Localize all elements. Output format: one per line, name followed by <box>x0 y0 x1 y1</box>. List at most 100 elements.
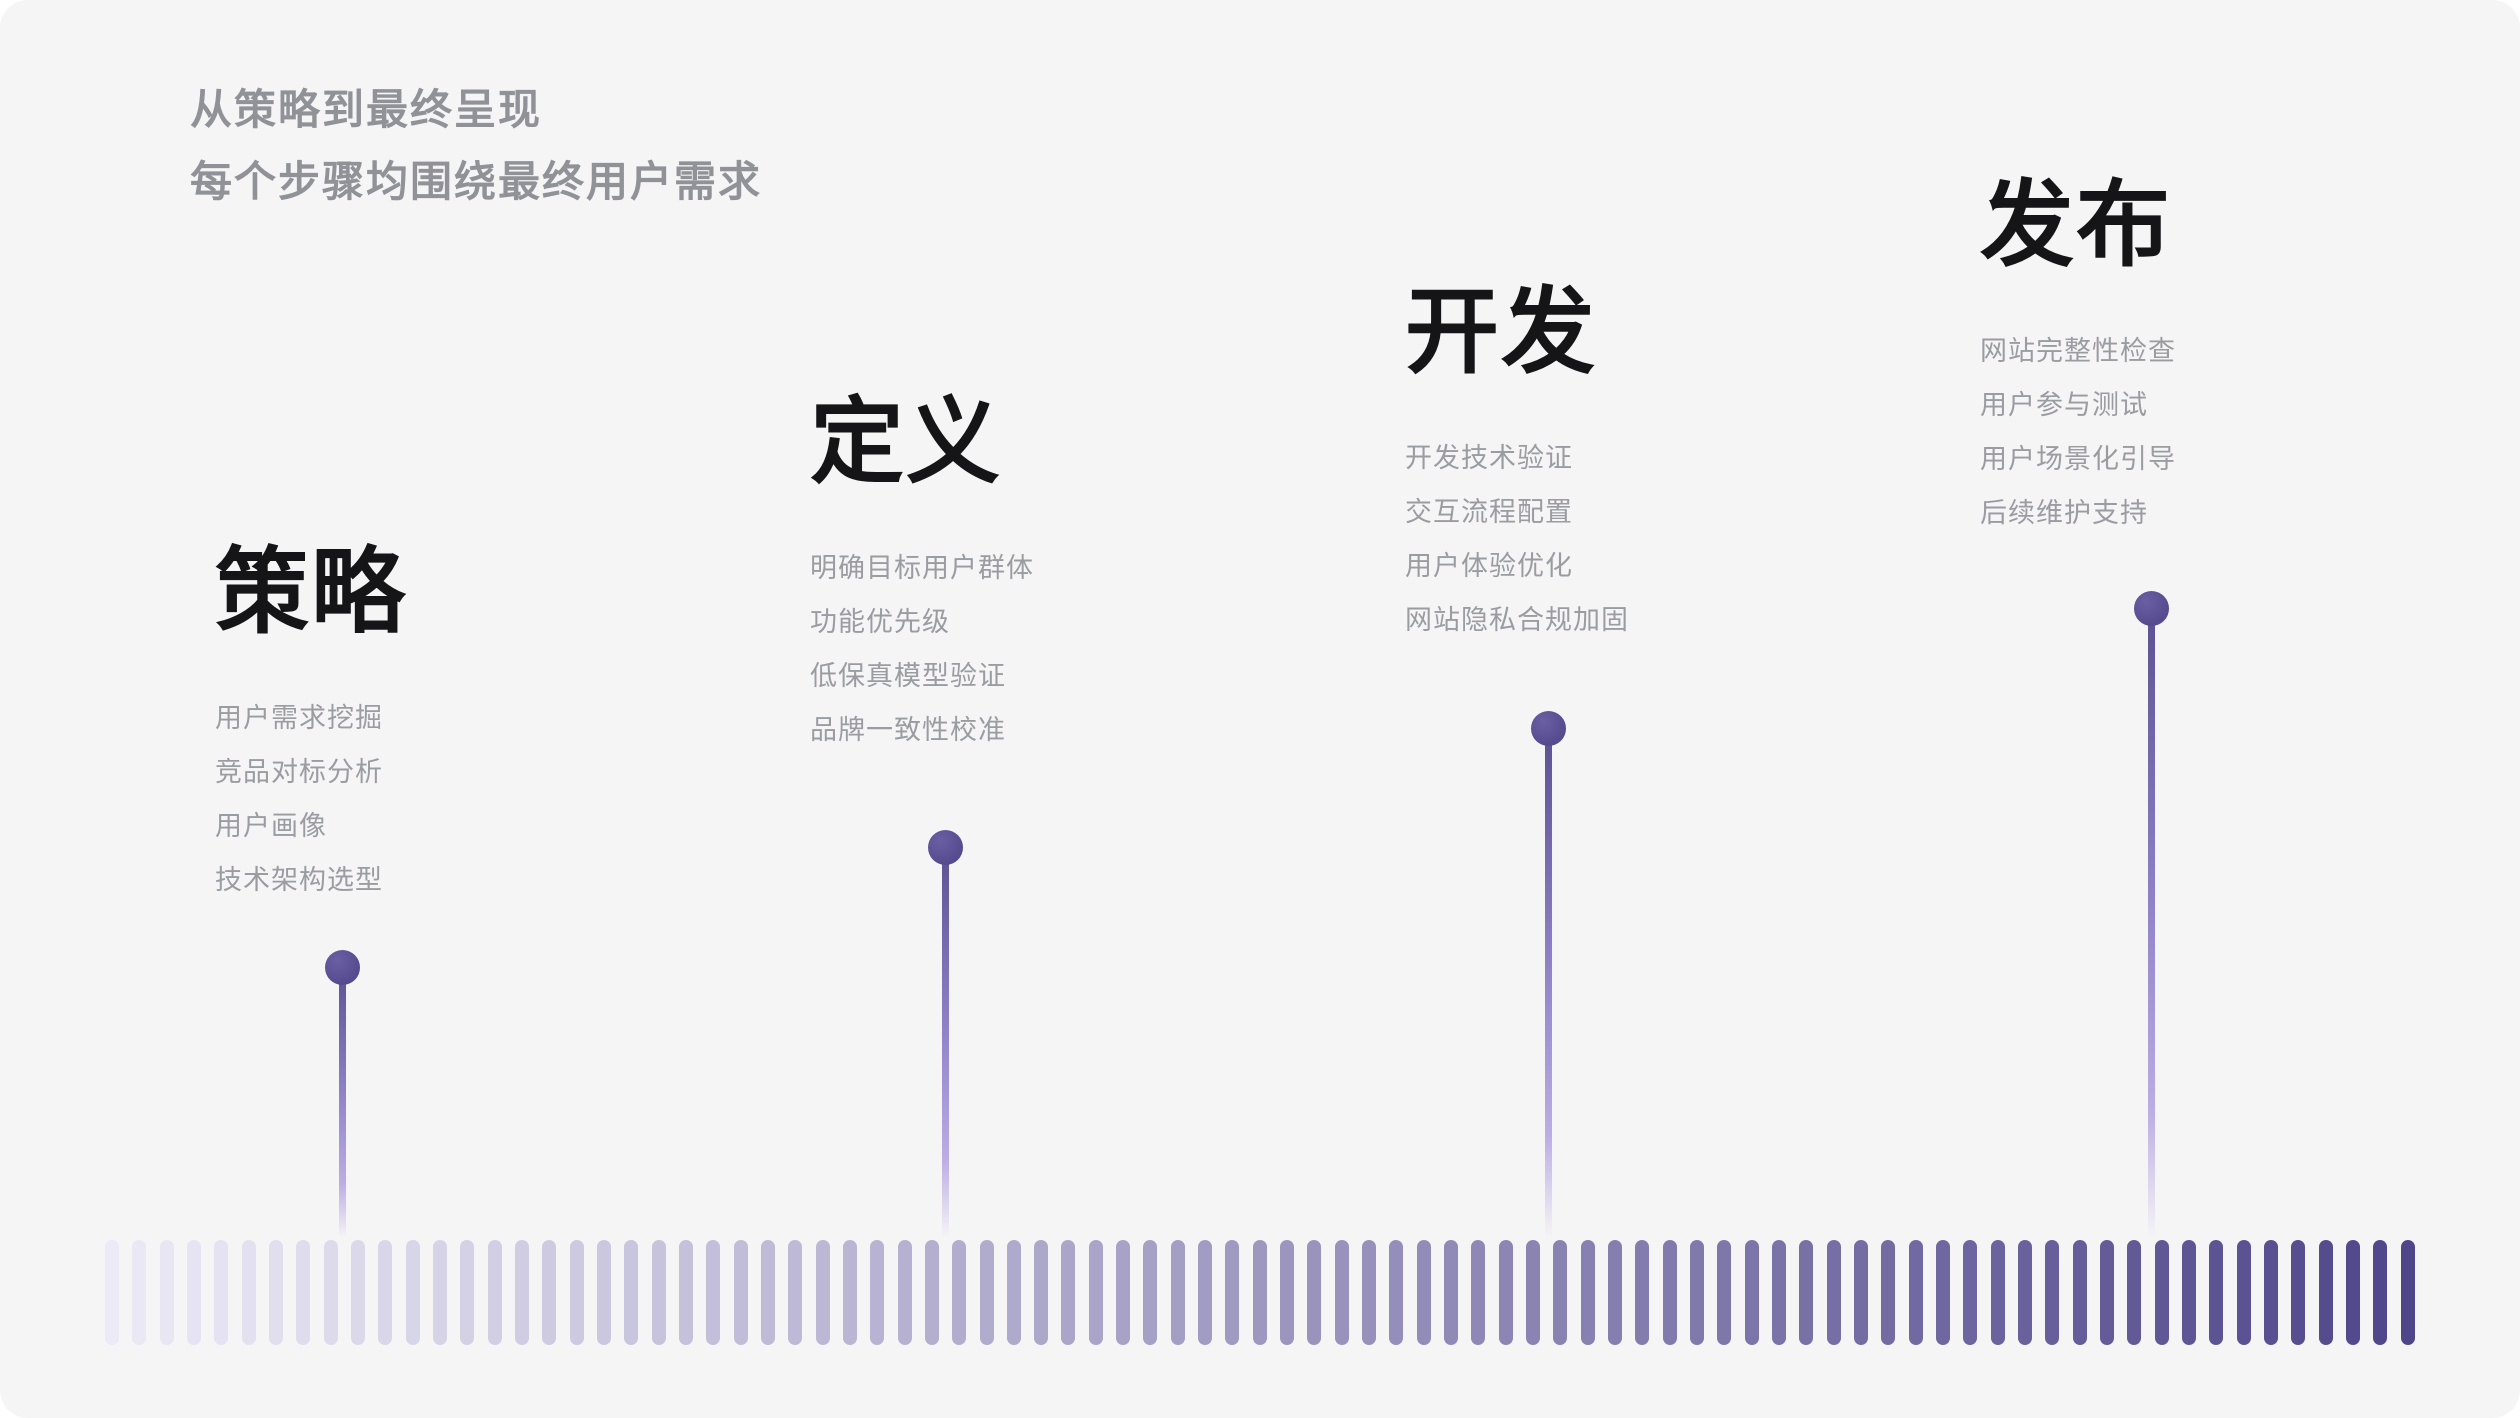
stage-column-4: 发布 网站完整性检查 用户参与测试 用户场景化引导 后续维护支持 <box>1980 178 2500 540</box>
stage-item: 用户场景化引导 <box>1980 444 2176 474</box>
timeline-bar <box>514 1240 529 1345</box>
timeline-bar <box>1116 1240 1131 1345</box>
timeline-bar <box>214 1240 229 1345</box>
stage-item-list: 开发技术验证 交互流程配置 用户体验优化 网站隐私合规加固 <box>1405 431 1925 647</box>
timeline-bar-strip <box>105 1240 2415 1345</box>
timeline-bar <box>1307 1240 1322 1345</box>
timeline-bar <box>1280 1240 1295 1345</box>
timeline-bar <box>1635 1240 1650 1345</box>
timeline-bar <box>706 1240 721 1345</box>
stage-item: 用户需求挖掘 <box>215 703 383 733</box>
timeline-bar <box>897 1240 912 1345</box>
timeline-node-dot <box>927 829 963 865</box>
slide-subtitle-line2: 每个步骤均围绕最终用户需求 <box>190 158 763 205</box>
timeline-bar <box>487 1240 502 1345</box>
timeline-bar <box>1061 1240 1076 1345</box>
timeline-bar <box>323 1240 338 1345</box>
timeline-bar <box>1498 1240 1513 1345</box>
timeline-bar <box>1608 1240 1623 1345</box>
timeline-bar <box>2209 1240 2224 1345</box>
stage-item: 网站隐私合规加固 <box>1405 605 1629 635</box>
timeline-bar <box>268 1240 283 1345</box>
timeline-bar <box>132 1240 147 1345</box>
timeline-bar <box>2291 1240 2306 1345</box>
timeline-bar <box>460 1240 475 1345</box>
timeline-bar <box>624 1240 639 1345</box>
stage-item: 用户画像 <box>215 811 327 841</box>
timeline-bar <box>2263 1240 2278 1345</box>
stage-title: 定义 <box>810 389 1003 494</box>
timeline-bar <box>1143 1240 1158 1345</box>
timeline-bar <box>2154 1240 2169 1345</box>
stage-item: 后续维护支持 <box>1980 498 2148 528</box>
stage-column-2: 定义 明确目标用户群体 功能优先级 低保真模型验证 品牌一致性校准 <box>810 395 1330 757</box>
stage-item: 用户体验优化 <box>1405 551 1573 581</box>
timeline-bar <box>2045 1240 2060 1345</box>
timeline-bar <box>105 1240 119 1345</box>
timeline-bar <box>2017 1240 2032 1345</box>
timeline-bar <box>2400 1240 2415 1345</box>
timeline-bar <box>2072 1240 2087 1345</box>
timeline-bar <box>733 1240 748 1345</box>
slide-subtitle: 从策略到最终呈现 每个步骤均围绕最终用户需求 <box>190 74 762 218</box>
stage-title: 发布 <box>1980 172 2173 277</box>
stage-item-list: 明确目标用户群体 功能优先级 低保真模型验证 品牌一致性校准 <box>810 541 1330 757</box>
timeline-bar <box>788 1240 803 1345</box>
timeline-stem <box>941 847 949 1238</box>
timeline-stem <box>338 967 346 1238</box>
timeline-bar <box>1908 1240 1923 1345</box>
stage-item: 竞品对标分析 <box>215 757 383 787</box>
timeline-bar <box>1389 1240 1404 1345</box>
timeline-bar <box>1662 1240 1677 1345</box>
stage-item: 交互流程配置 <box>1405 497 1573 527</box>
timeline-bar <box>1006 1240 1021 1345</box>
timeline-bar <box>1826 1240 1841 1345</box>
timeline-node-dot <box>1530 710 1566 746</box>
timeline-bar <box>952 1240 967 1345</box>
timeline-bar <box>842 1240 857 1345</box>
timeline-node-dot <box>324 949 360 985</box>
timeline-bar <box>432 1240 447 1345</box>
timeline-bar <box>979 1240 994 1345</box>
timeline-bar <box>1334 1240 1349 1345</box>
timeline-bar <box>1772 1240 1787 1345</box>
timeline-bar <box>651 1240 666 1345</box>
stage-item-list: 网站完整性检查 用户参与测试 用户场景化引导 后续维护支持 <box>1980 324 2500 540</box>
timeline-bar <box>1717 1240 1732 1345</box>
stage-column-3: 开发 开发技术验证 交互流程配置 用户体验优化 网站隐私合规加固 <box>1405 285 1925 647</box>
timeline-bar <box>2345 1240 2360 1345</box>
timeline-bar <box>350 1240 365 1345</box>
timeline-bar <box>1744 1240 1759 1345</box>
slide-subtitle-line1: 从策略到最终呈现 <box>190 86 543 133</box>
timeline-bar <box>678 1240 693 1345</box>
timeline-bar <box>186 1240 201 1345</box>
timeline-bar <box>1416 1240 1431 1345</box>
timeline-bar <box>1881 1240 1896 1345</box>
timeline-bar <box>1088 1240 1103 1345</box>
stage-item: 明确目标用户群体 <box>810 553 1034 583</box>
timeline-bar <box>924 1240 939 1345</box>
timeline-bar <box>760 1240 775 1345</box>
timeline-bar <box>1854 1240 1868 1345</box>
timeline-bar <box>569 1240 584 1345</box>
timeline-bar <box>1526 1240 1541 1345</box>
stage-item: 网站完整性检查 <box>1980 336 2176 366</box>
timeline-bar <box>1225 1240 1240 1345</box>
timeline-bar <box>1935 1240 1950 1345</box>
timeline-bar <box>159 1240 174 1345</box>
stage-item: 开发技术验证 <box>1405 443 1573 473</box>
timeline-bar <box>1198 1240 1213 1345</box>
timeline-bar <box>1252 1240 1267 1345</box>
stage-item: 功能优先级 <box>810 607 950 637</box>
timeline-bar <box>1553 1240 1568 1345</box>
stage-column-1: 策略 用户需求挖掘 竞品对标分析 用户画像 技术架构选型 <box>215 545 735 907</box>
stage-item: 低保真模型验证 <box>810 661 1006 691</box>
timeline-bar <box>2127 1240 2142 1345</box>
timeline-bar <box>1580 1240 1595 1345</box>
timeline-bar <box>1799 1240 1814 1345</box>
stage-title: 开发 <box>1405 279 1598 384</box>
timeline-bar <box>596 1240 611 1345</box>
timeline-bar <box>1362 1240 1377 1345</box>
timeline-bar <box>1170 1240 1185 1345</box>
